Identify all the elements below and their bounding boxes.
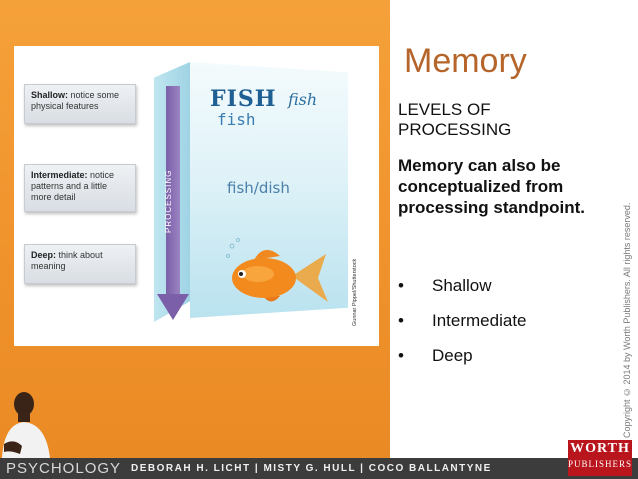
list-item: • Deep — [398, 346, 527, 381]
levels-of-processing-figure: Shallow: notice some physical features I… — [14, 46, 379, 346]
processing-label: PROCESSING — [164, 169, 173, 233]
bullet-list: • Shallow • Intermediate • Deep — [398, 276, 527, 381]
slide-body: Memory can also be conceptualized from p… — [398, 156, 586, 217]
processing-arrow — [166, 86, 180, 296]
word-fish-italic: fish — [288, 90, 318, 109]
level-desc: think about meaning — [31, 250, 103, 271]
publisher-line2: PUBLISHERS — [568, 459, 633, 469]
bullet-marker: • — [398, 311, 404, 330]
bullet-marker: • — [398, 276, 404, 295]
bullet-marker: • — [398, 346, 404, 365]
photo-credit: Gunnar Pippel/Shutterstock — [352, 258, 358, 326]
list-item: • Shallow — [398, 276, 527, 311]
publisher-logo: WORTH PUBLISHERS — [568, 440, 632, 476]
level-term: Deep: — [31, 250, 57, 260]
series-name: PSYCHOLOGY — [6, 460, 122, 477]
list-item: • Intermediate — [398, 311, 527, 346]
copyright-notice: Copyright © 2014 by Worth Publishers. Al… — [622, 202, 632, 438]
word-fish-bold: FISH — [210, 86, 277, 112]
word-fish-dish: fish/dish — [227, 179, 290, 197]
level-desc: notice some physical features — [31, 90, 120, 111]
slide-title: Memory — [404, 42, 527, 80]
level-term: Shallow: — [31, 90, 69, 100]
level-term: Intermediate: — [31, 170, 88, 180]
author-photo-icon — [2, 392, 50, 458]
publisher-line1: WORTH — [570, 441, 630, 456]
footer-bar: PSYCHOLOGY DEBORAH H. LICHT | MISTY G. H… — [0, 458, 638, 479]
goldfish-icon — [226, 238, 328, 302]
bullet-text: Intermediate — [432, 311, 527, 330]
bullet-text: Deep — [432, 346, 473, 365]
processing-arrow-head-icon — [157, 294, 189, 320]
level-box-intermediate: Intermediate: notice patterns and a litt… — [24, 164, 136, 212]
word-fish-small: fish — [217, 110, 256, 129]
level-box-shallow: Shallow: notice some physical features — [24, 84, 136, 124]
level-box-deep: Deep: think about meaning — [24, 244, 136, 284]
level-desc: notice patterns and a little more detail — [31, 170, 115, 202]
slide-subhead: LEVELS OF PROCESSING — [398, 100, 512, 139]
bullet-text: Shallow — [432, 276, 492, 295]
author-names: DEBORAH H. LICHT | MISTY G. HULL | COCO … — [131, 463, 492, 474]
